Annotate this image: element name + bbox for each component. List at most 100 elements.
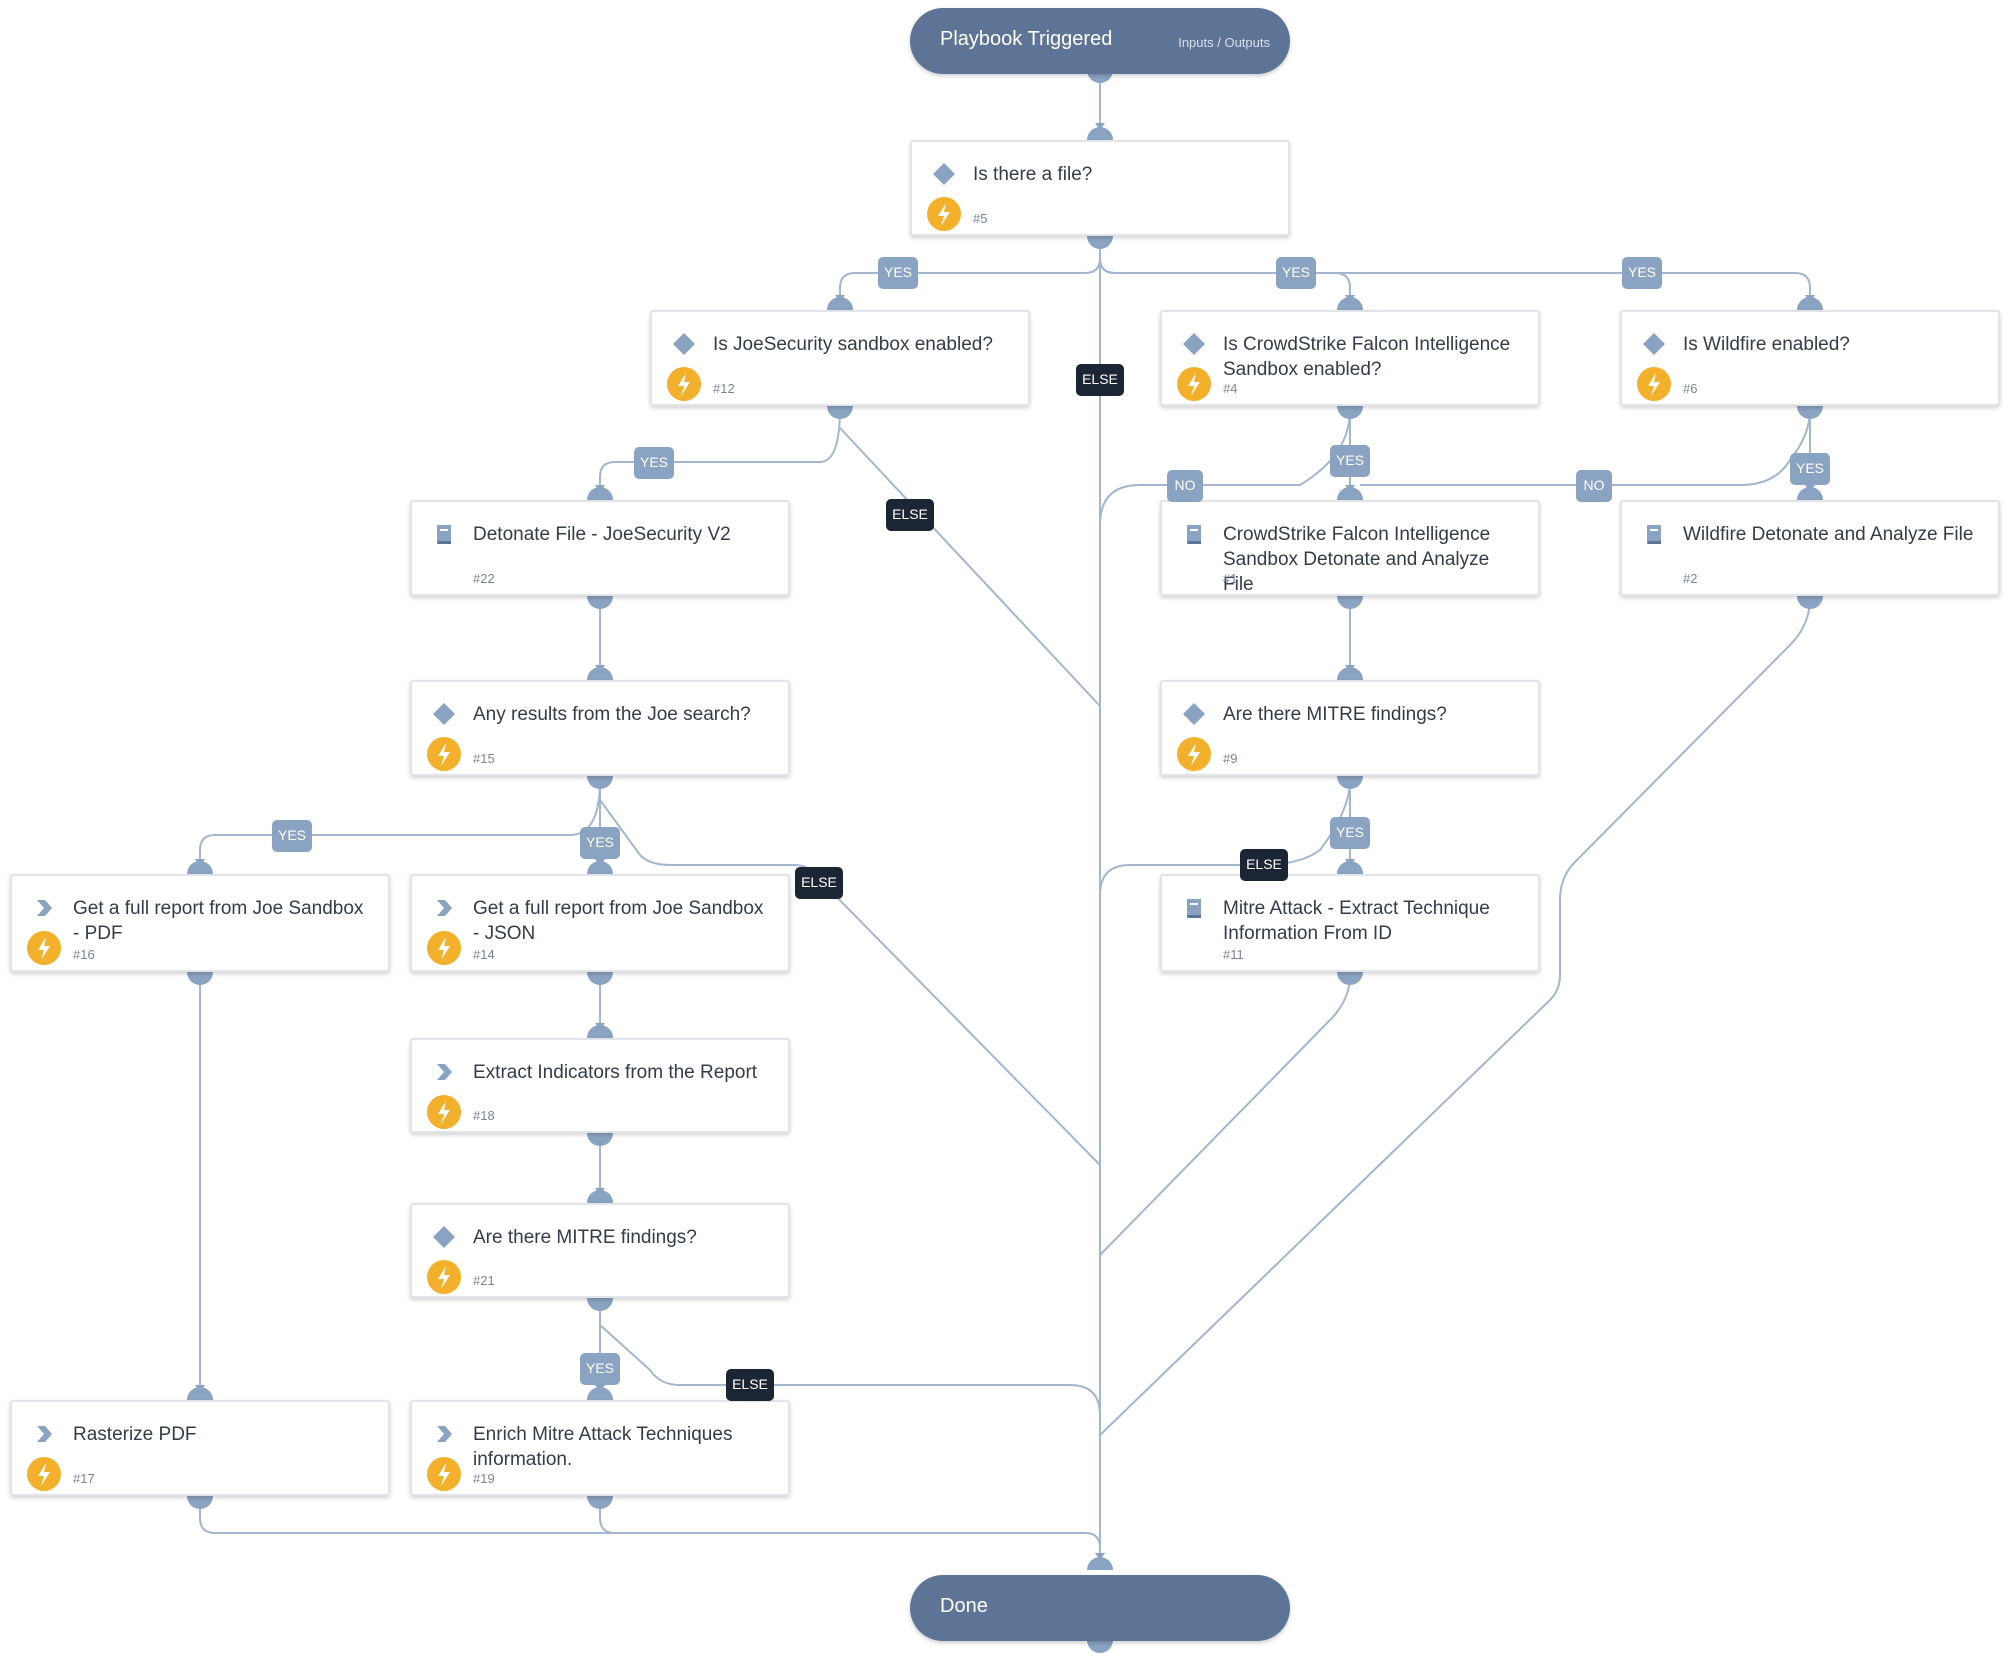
yes-label[interactable]: YES bbox=[580, 827, 620, 859]
connector bbox=[1099, 779, 1351, 896]
condition-diamond-icon bbox=[1183, 703, 1205, 725]
connector bbox=[1099, 974, 1351, 1256]
connector bbox=[199, 1500, 1101, 1549]
yes-label[interactable]: YES bbox=[580, 1353, 620, 1385]
task-title: Detonate File - JoeSecurity V2 bbox=[473, 524, 731, 545]
task-number: #19 bbox=[473, 1471, 495, 1486]
automation-bolt-icon bbox=[427, 1457, 461, 1491]
automation-bolt-icon bbox=[927, 197, 961, 231]
yes-label[interactable]: YES bbox=[634, 447, 674, 479]
automation-bolt-icon bbox=[1177, 737, 1211, 771]
automation-bolt-icon bbox=[427, 737, 461, 771]
task-title: Extract Indicators from the Report bbox=[473, 1062, 758, 1083]
task-title: Are there MITRE findings? bbox=[473, 1227, 697, 1248]
condition-diamond-icon bbox=[433, 1226, 455, 1248]
condition-diamond-icon bbox=[933, 163, 955, 185]
task-title: Wildfire Detonate and Analyze File bbox=[1683, 524, 1974, 545]
task-node-19[interactable]: Enrich Mitre Attack Techniques informati… bbox=[410, 1400, 790, 1496]
task-number: #6 bbox=[1683, 381, 1698, 396]
connector bbox=[599, 1500, 616, 1534]
start-node-title: Playbook Triggered bbox=[940, 28, 1113, 50]
else-label[interactable]: ELSE bbox=[726, 1369, 774, 1401]
condition-diamond-icon bbox=[433, 703, 455, 725]
task-title: Mitre Attack - Extract Technique Informa… bbox=[1223, 898, 1490, 944]
task-node-11[interactable]: Mitre Attack - Extract Technique Informa… bbox=[1160, 874, 1540, 972]
task-number: #22 bbox=[473, 571, 495, 586]
inputs-outputs-link[interactable]: Inputs / Outputs bbox=[1178, 35, 1270, 50]
connector bbox=[599, 407, 841, 492]
task-number: #14 bbox=[473, 947, 495, 962]
no-label[interactable]: NO bbox=[1167, 470, 1203, 502]
task-node-22[interactable]: Detonate File - JoeSecurity V2 #22 bbox=[410, 500, 790, 596]
task-title: Enrich Mitre Attack Techniques informati… bbox=[473, 1424, 733, 1470]
task-number: #21 bbox=[473, 1273, 495, 1288]
condition-diamond-icon bbox=[1643, 333, 1665, 355]
connector bbox=[199, 779, 601, 866]
command-chevron-icon bbox=[37, 1426, 52, 1442]
task-number: #15 bbox=[473, 751, 495, 766]
task-node-5[interactable]: Is there a file? #5 bbox=[910, 140, 1290, 236]
task-number: #2 bbox=[1683, 571, 1698, 586]
automation-bolt-icon bbox=[1637, 367, 1671, 401]
automation-bolt-icon bbox=[27, 931, 61, 965]
task-title: Are there MITRE findings? bbox=[1223, 704, 1447, 725]
task-title: Get a full report from Joe Sandbox - PDF bbox=[73, 898, 364, 944]
connector bbox=[599, 1324, 1101, 1416]
done-node[interactable]: Done bbox=[910, 1575, 1290, 1641]
task-node-16[interactable]: Get a full report from Joe Sandbox - PDF… bbox=[10, 874, 390, 972]
task-title: Rasterize PDF bbox=[73, 1424, 197, 1445]
sub-playbook-book-icon bbox=[1647, 525, 1661, 544]
automation-bolt-icon bbox=[427, 1095, 461, 1129]
start-node[interactable]: Playbook Triggered Inputs / Outputs bbox=[910, 8, 1290, 74]
task-node-12[interactable]: Is JoeSecurity sandbox enabled? #12 bbox=[650, 310, 1030, 406]
task-number: #18 bbox=[473, 1108, 495, 1123]
yes-label[interactable]: YES bbox=[1330, 445, 1370, 477]
yes-label[interactable]: YES bbox=[272, 820, 312, 852]
automation-bolt-icon bbox=[1177, 367, 1211, 401]
task-node-4[interactable]: Is CrowdStrike Falcon Intelligence Sandb… bbox=[1160, 310, 1540, 406]
task-number: #4 bbox=[1223, 381, 1238, 396]
sub-playbook-book-icon bbox=[1187, 899, 1201, 918]
else-label[interactable]: ELSE bbox=[1240, 849, 1288, 881]
task-title: CrowdStrike Falcon Intelligence Sandbox … bbox=[1223, 524, 1491, 595]
task-node-9[interactable]: Are there MITRE findings? #9 bbox=[1160, 680, 1540, 776]
command-chevron-icon bbox=[437, 1064, 452, 1080]
task-node-21[interactable]: Are there MITRE findings? #21 bbox=[410, 1203, 790, 1298]
done-node-title: Done bbox=[940, 1595, 988, 1617]
task-node-6[interactable]: Is Wildfire enabled? #6 bbox=[1620, 310, 2000, 406]
task-title: Is JoeSecurity sandbox enabled? bbox=[713, 334, 993, 355]
task-node-18[interactable]: Extract Indicators from the Report #18 bbox=[410, 1038, 790, 1133]
automation-bolt-icon bbox=[667, 367, 701, 401]
else-label[interactable]: ELSE bbox=[886, 499, 934, 531]
task-number: #9 bbox=[1223, 751, 1238, 766]
yes-label[interactable]: YES bbox=[1330, 817, 1370, 849]
task-title: Is there a file? bbox=[973, 164, 1093, 185]
sub-playbook-book-icon bbox=[1187, 525, 1201, 544]
yes-label[interactable]: YES bbox=[1622, 257, 1662, 289]
yes-label[interactable]: YES bbox=[1790, 453, 1830, 485]
command-chevron-icon bbox=[437, 900, 452, 916]
condition-diamond-icon bbox=[1183, 333, 1205, 355]
command-chevron-icon bbox=[437, 1426, 452, 1442]
else-label[interactable]: ELSE bbox=[795, 867, 843, 899]
task-number: #17 bbox=[73, 1471, 95, 1486]
task-number: #11 bbox=[1223, 947, 1244, 962]
task-node-2[interactable]: Wildfire Detonate and Analyze File #2 bbox=[1620, 500, 2000, 596]
task-node-1[interactable]: CrowdStrike Falcon Intelligence Sandbox … bbox=[1160, 500, 1540, 596]
connector bbox=[1099, 257, 1811, 302]
yes-label[interactable]: YES bbox=[878, 257, 918, 289]
task-number: #1 bbox=[1223, 571, 1238, 586]
task-node-15[interactable]: Any results from the Joe search? #15 bbox=[410, 680, 790, 776]
yes-label[interactable]: YES bbox=[1276, 257, 1316, 289]
task-node-17[interactable]: Rasterize PDF #17 bbox=[10, 1400, 390, 1496]
connector bbox=[1360, 409, 1811, 486]
no-label[interactable]: NO bbox=[1576, 470, 1612, 502]
task-number: #12 bbox=[713, 381, 735, 396]
task-title: Any results from the Joe search? bbox=[473, 704, 751, 725]
else-label[interactable]: ELSE bbox=[1076, 364, 1124, 396]
task-title: Is CrowdStrike Falcon Intelligence Sandb… bbox=[1223, 334, 1511, 380]
task-node-14[interactable]: Get a full report from Joe Sandbox - JSO… bbox=[410, 874, 790, 972]
connector bbox=[839, 257, 1101, 302]
connector bbox=[839, 427, 1101, 707]
